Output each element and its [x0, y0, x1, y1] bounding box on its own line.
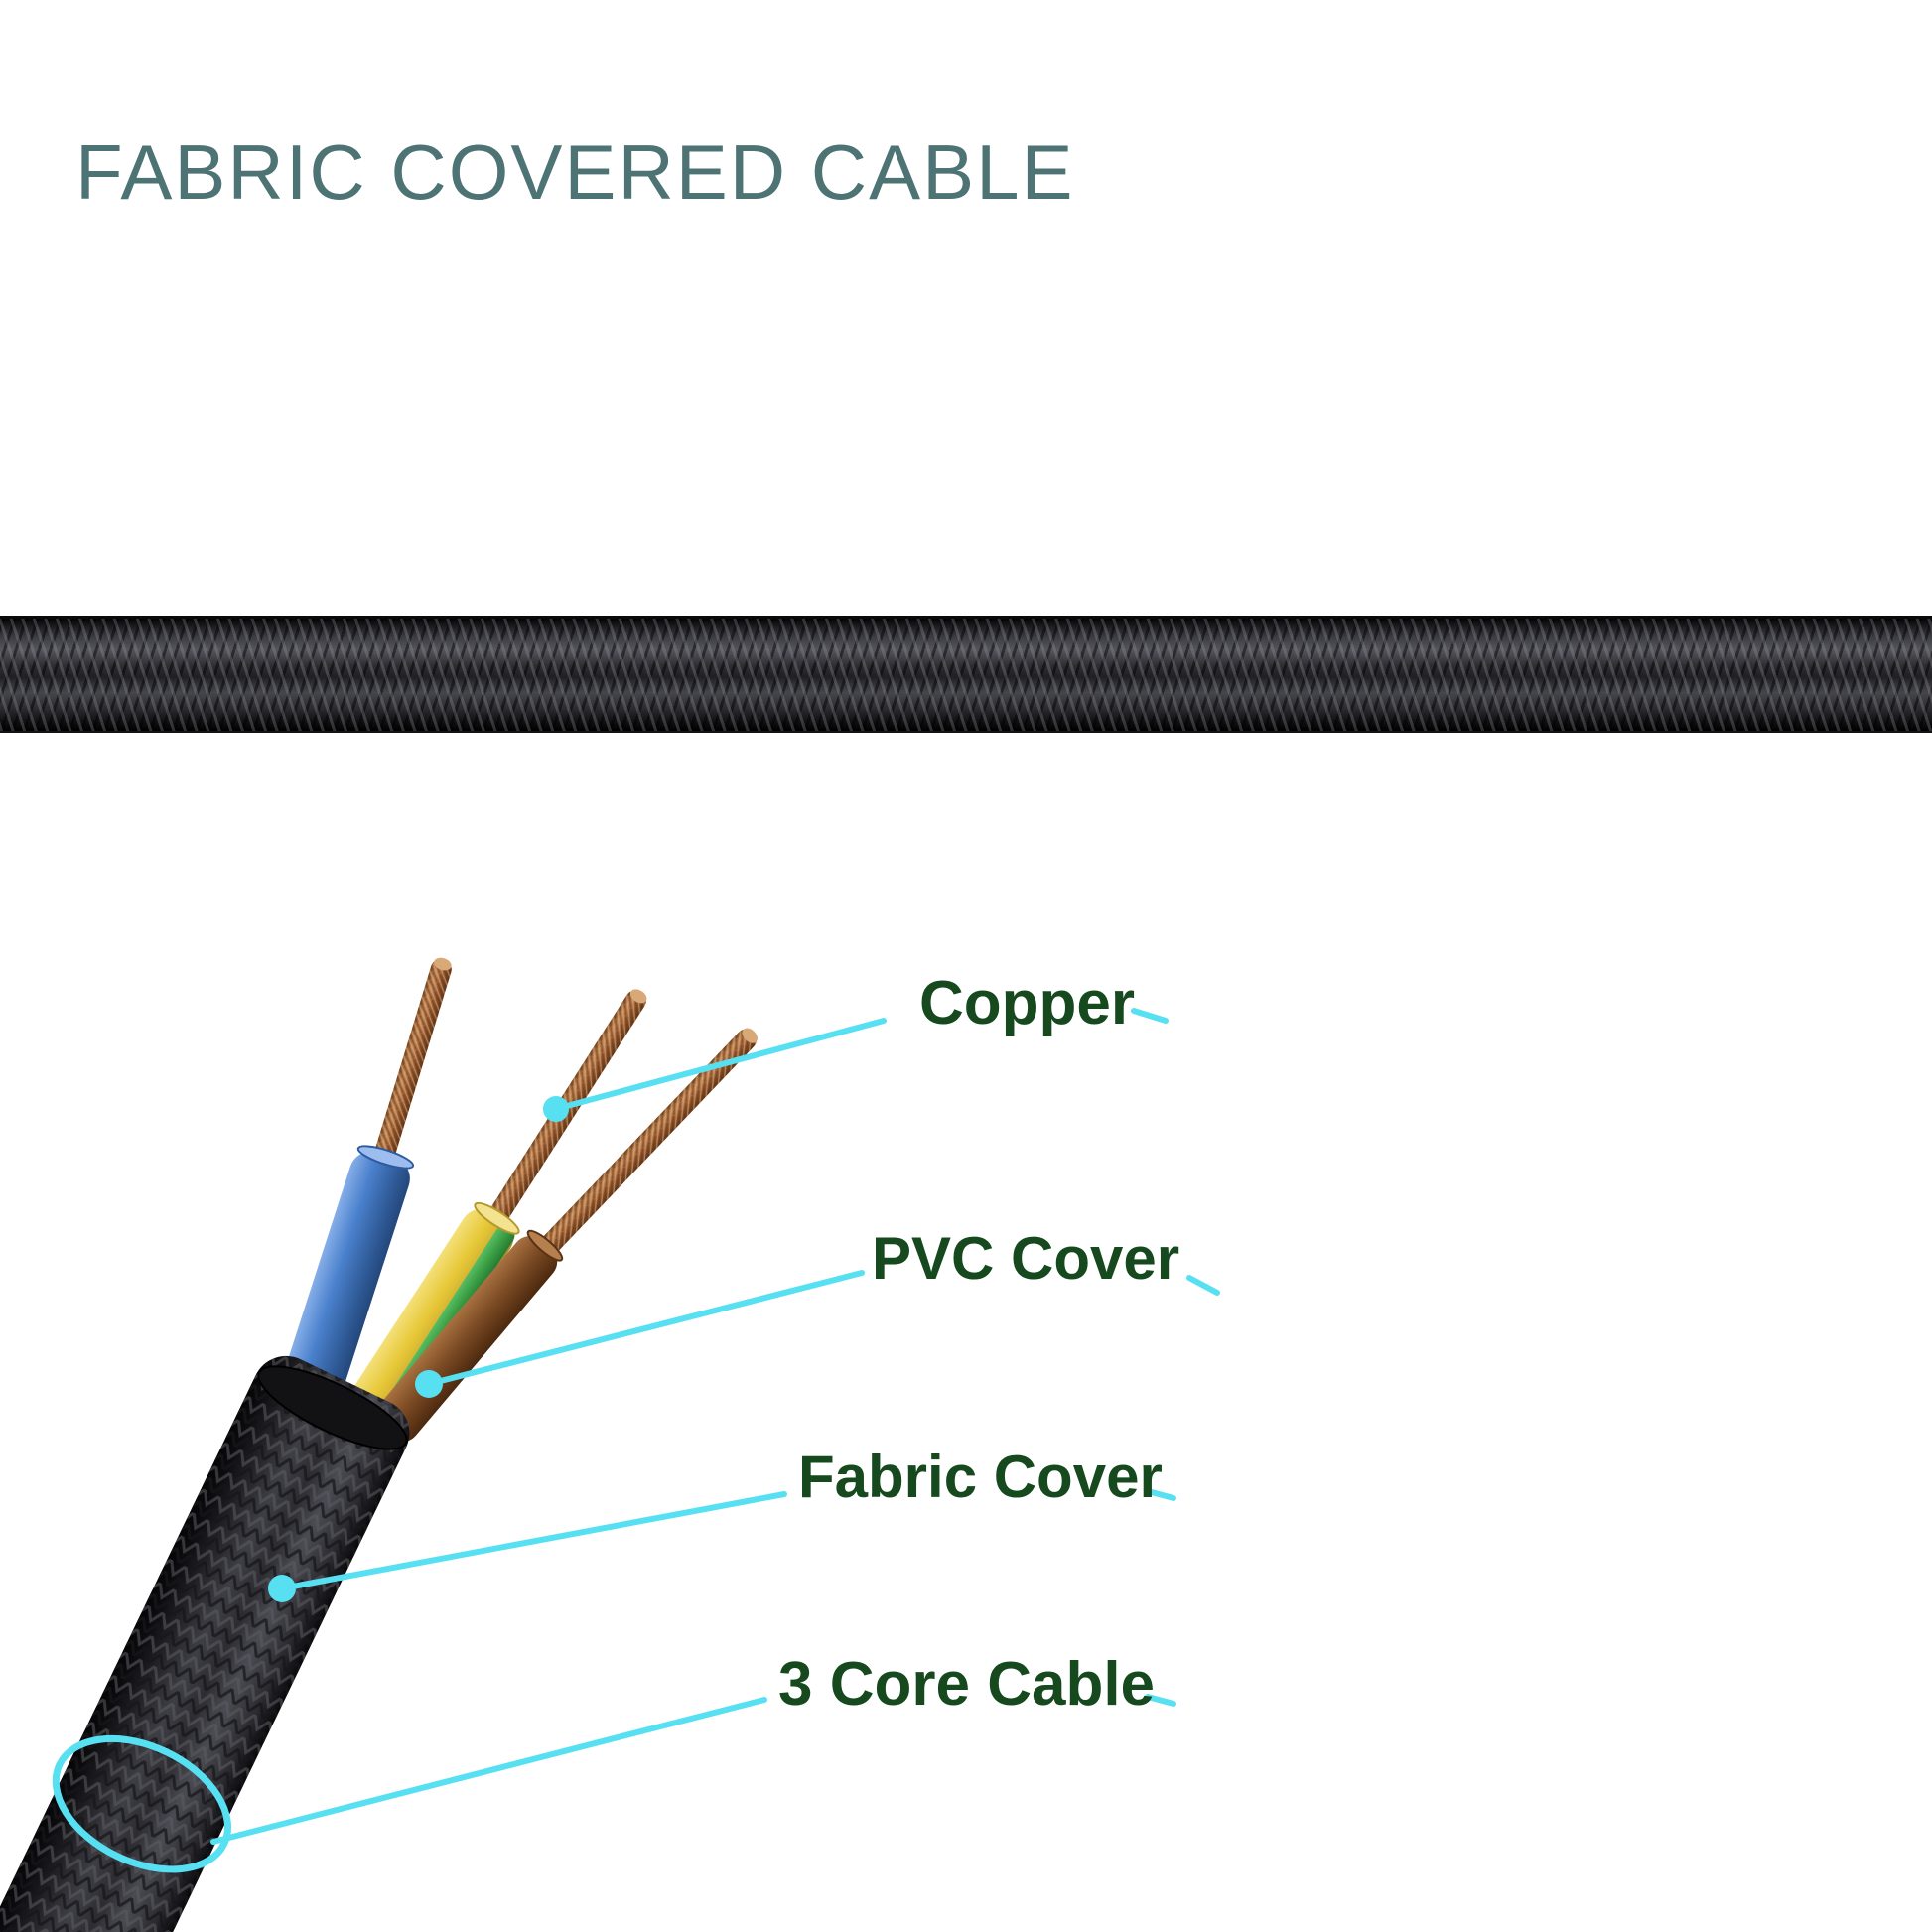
horizontal-fabric-cable-image: [0, 616, 1932, 733]
wire-cut-end: [356, 1145, 415, 1170]
label-tick-copper: [1131, 1008, 1169, 1024]
inspection-ring: [52, 1734, 232, 1873]
marker-dot-fabric-cover: [268, 1575, 296, 1602]
wire-cut-end: [474, 1201, 520, 1235]
label-tick-pvc: [1186, 1275, 1220, 1296]
copper-strand-right: [534, 1028, 758, 1261]
copper-tip: [742, 1028, 758, 1043]
fabric-braid-sleeve: [0, 1355, 410, 1932]
label-tick-core: [1145, 1694, 1176, 1707]
marker-dot-copper: [543, 1096, 569, 1122]
wire-cut-end: [526, 1229, 564, 1262]
label-fabric-cover: Fabric Cover: [798, 1444, 1163, 1510]
label-three-core-cable: 3 Core Cable: [778, 1650, 1156, 1719]
marker-dot-pvc-cover: [415, 1370, 443, 1398]
leader-line-fabric-cover: [279, 1491, 787, 1591]
leader-line-three-core: [210, 1697, 767, 1845]
label-copper: Copper: [919, 969, 1135, 1037]
leader-line-copper: [553, 1018, 887, 1112]
leader-line-pvc-cover: [426, 1270, 865, 1387]
page-title: FABRIC COVERED CABLE: [75, 128, 1075, 215]
label-pvc-cover: PVC Cover: [872, 1225, 1180, 1292]
sleeve-cut-edge: [257, 1365, 408, 1450]
copper-tip: [629, 989, 647, 1004]
label-tick-fabric: [1145, 1488, 1176, 1501]
copper-tip: [434, 957, 452, 971]
copper-strand-left: [371, 957, 452, 1171]
